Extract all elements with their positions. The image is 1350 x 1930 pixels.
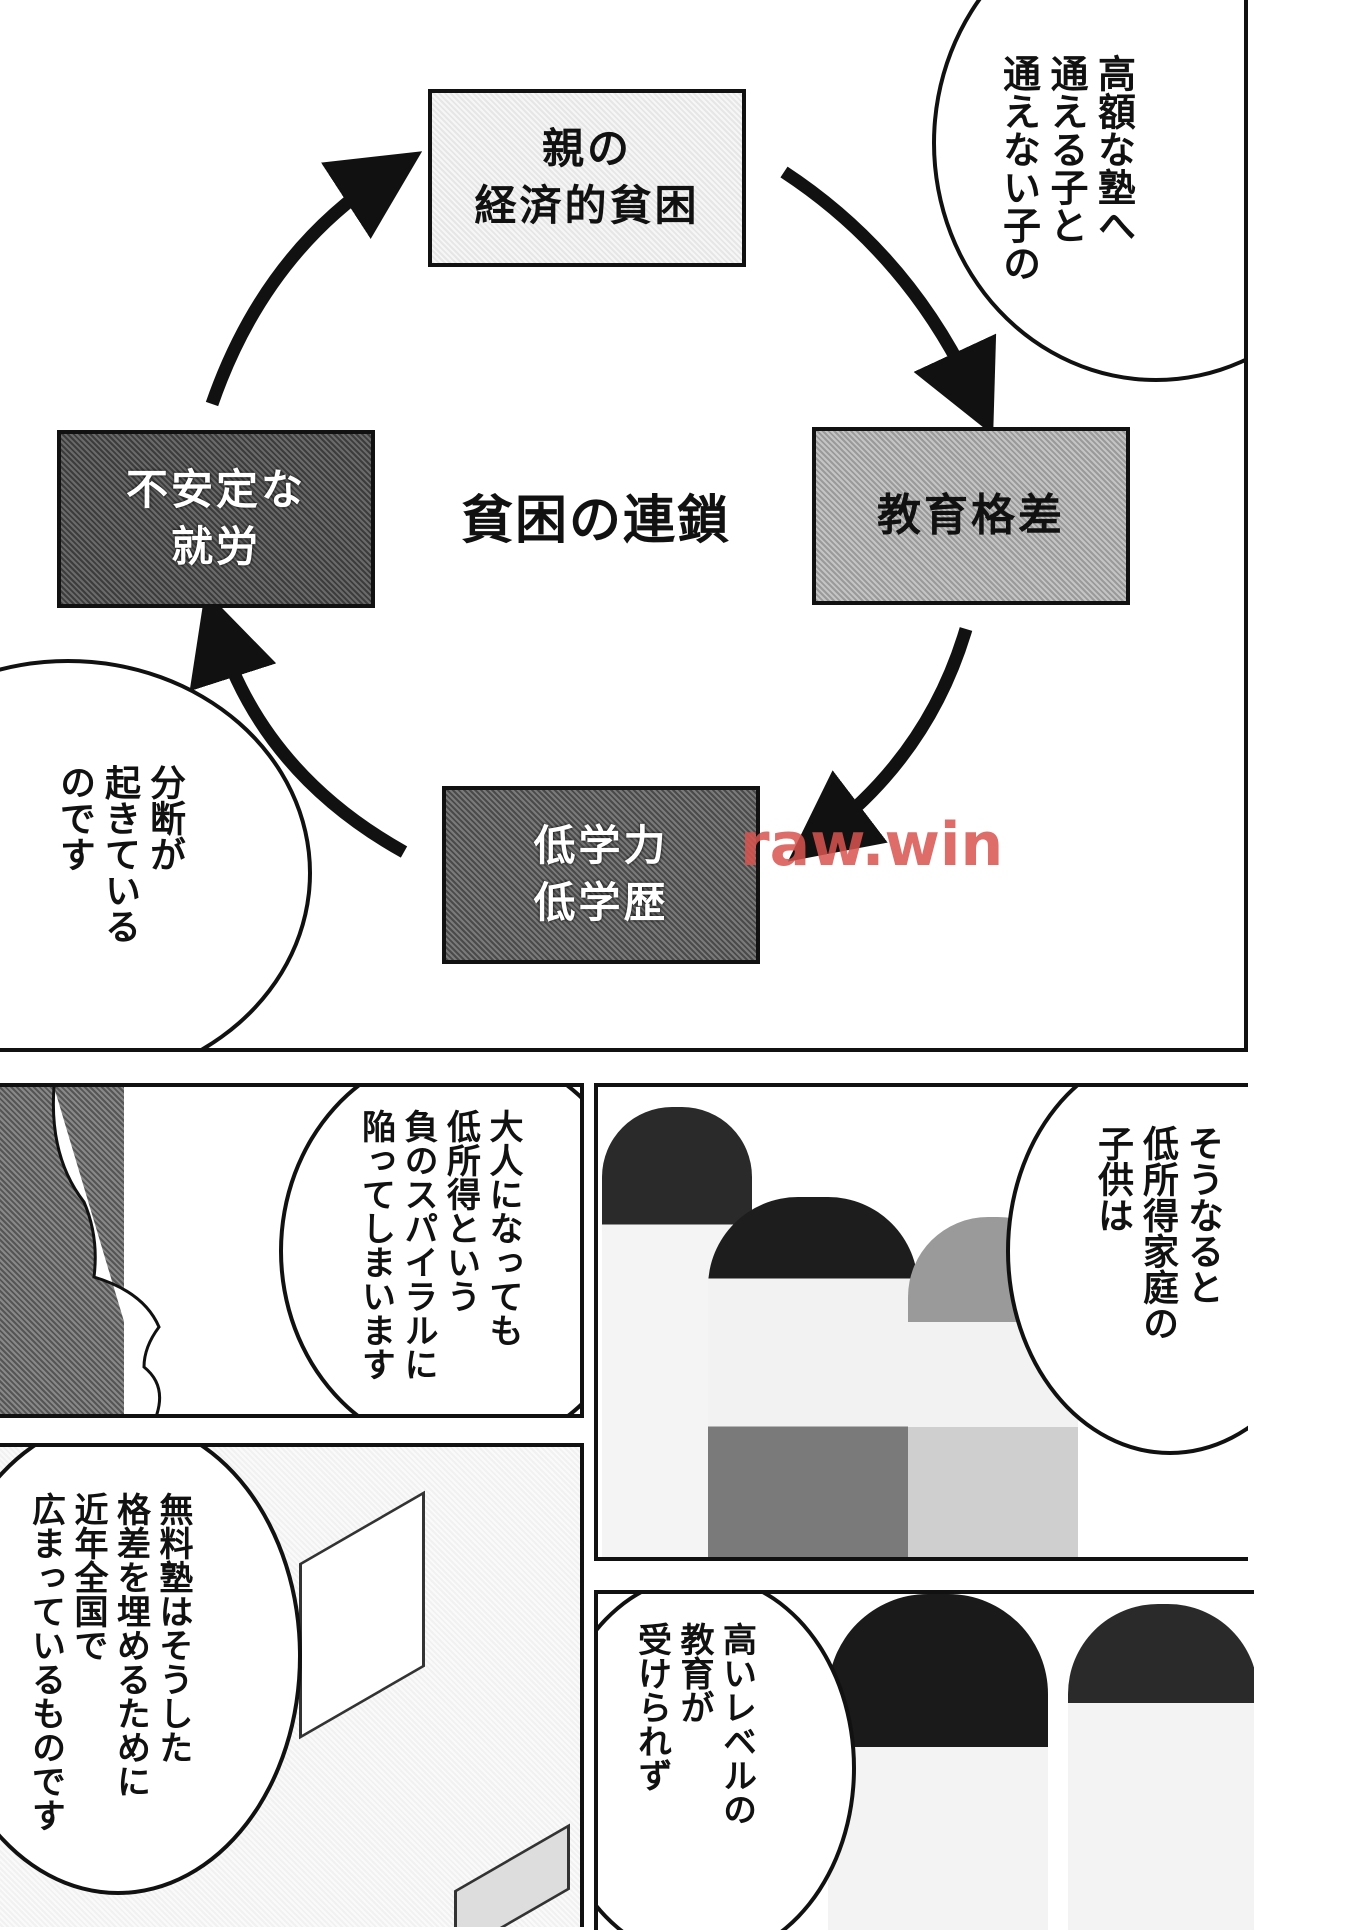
arrow-education-to-achievement [787,627,973,862]
node-line: 親の [541,124,632,174]
panel-two-women: 高いレベルの教育が受けられず [594,1590,1254,1930]
arrow-employment-to-parents [205,151,423,407]
balloon-text-panel5: 高いレベルの教育が受けられず [631,1622,757,1826]
arrow-achievement-to-employment [189,590,408,858]
balloon-text-top-right: 高額な塾へ通える子と通えない子の [996,54,1136,282]
node-line: 就労 [170,522,261,571]
person-man-glasses [708,1197,918,1557]
watermark: raw.win [740,810,1004,880]
arrow-parents-to-education [780,166,997,436]
node-line: 低学力 [533,821,669,871]
node-low-achievement: 低学力 低学歴 [442,786,760,964]
balloon-text-panel3: そうなると低所得家庭の子供は [1092,1125,1223,1341]
speech-balloon-panel5 [598,1594,856,1930]
node-line: 低学歴 [533,878,669,927]
node-education-gap: 教育格差 [812,427,1130,605]
speech-balloon-panel2 [279,1087,580,1414]
panel-classroom-ceiling: 無料塾はそうした格差を埋めるために近年全国で広まっているものです [0,1443,584,1927]
diagram-title: 貧困の連鎖 [460,491,731,551]
balloon-text-left: 分断が起きているのです [54,764,185,944]
woman-right [1068,1604,1254,1930]
node-line: 経済的貧困 [474,181,700,230]
face-profile [51,1087,162,1414]
cycle-arrows [189,151,997,862]
balloon-text-panel4: 無料塾はそうした格差を埋めるために近年全国で広まっているものです [25,1492,194,1832]
panel-group-people: そうなると低所得家庭の子供は [594,1083,1248,1561]
node-parents-poverty: 親の 経済的貧困 [428,89,746,267]
node-unstable-employment: 不安定な 就労 [57,430,375,608]
diagram-panel: 親の 経済的貧困 教育格差 低学力 低学歴 不安定な 就労 貧困の連鎖 高額な塾… [0,0,1248,1052]
woman-left [828,1594,1048,1930]
node-line: 教育格差 [877,490,1065,542]
balloon-text-panel2: 大人になっても低所得という負のスパイラルに陥ってしまいます [355,1109,524,1381]
panel-face-closeup: 大人になっても低所得という負のスパイラルに陥ってしまいます [0,1083,584,1418]
node-line: 不安定な [125,465,306,515]
